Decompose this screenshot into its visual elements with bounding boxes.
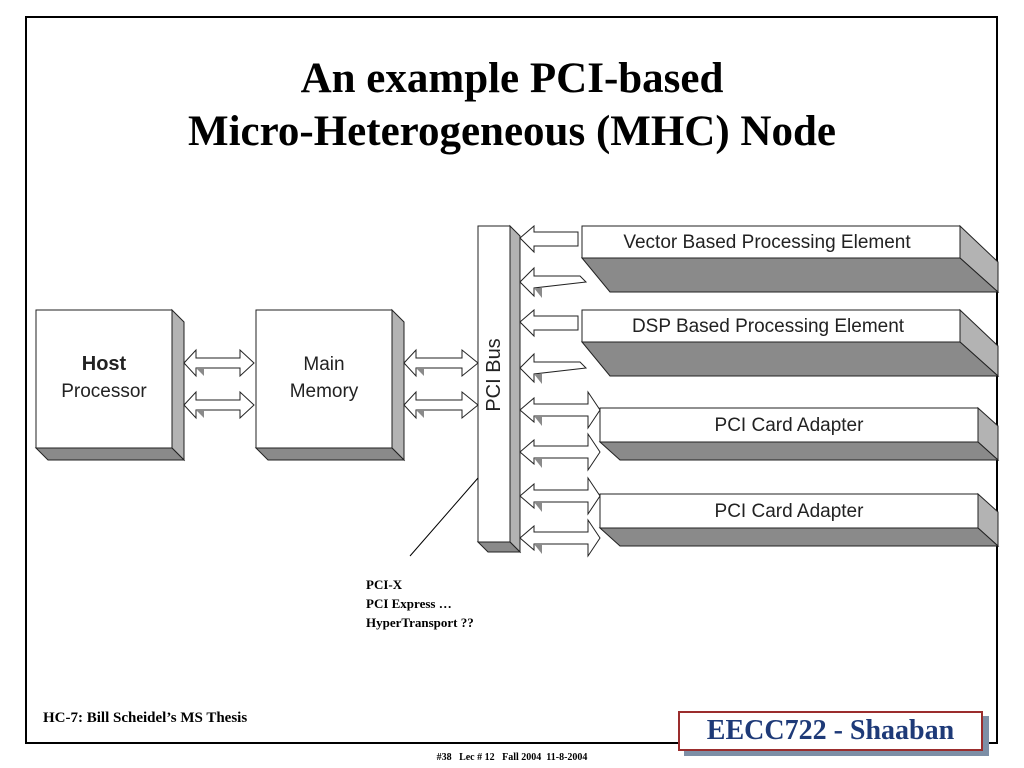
dsp-element-label: DSP Based Processing Element: [632, 316, 905, 337]
pci-card-adapter-2: PCI Card Adapter: [598, 492, 1000, 548]
host-label-bold: Host: [82, 353, 127, 375]
pci-card-adapter-1-label: PCI Card Adapter: [715, 415, 865, 436]
host-label: Processor: [61, 381, 147, 402]
pci-card-adapter-1: PCI Card Adapter: [598, 406, 1000, 462]
host-processor-block: Host Processor: [34, 308, 186, 462]
main-memory-block: Main Memory: [254, 308, 406, 462]
vector-element-label: Vector Based Processing Element: [623, 232, 911, 253]
bus-element-arrows: [519, 224, 601, 558]
title-line-2: Micro-Heterogeneous (MHC) Node: [187, 108, 836, 155]
bus-note-pci-express: PCI Express …: [366, 596, 452, 611]
dsp-processing-element: DSP Based Processing Element: [580, 308, 1000, 378]
pci-bus-block: PCI Bus: [476, 224, 522, 554]
memory-label-2: Memory: [290, 381, 359, 402]
course-badge: EECC722 - Shaaban: [678, 711, 983, 751]
title-line-1: An example PCI-based: [300, 55, 724, 102]
pci-card-adapter-2-label: PCI Card Adapter: [715, 501, 865, 522]
host-memory-arrow: [183, 348, 255, 420]
vector-processing-element: Vector Based Processing Element: [580, 224, 1000, 294]
slide-frame: [25, 16, 998, 744]
pci-bus-label: PCI Bus: [483, 338, 505, 411]
bus-note-pointer-line: [409, 477, 479, 557]
bus-note-hypertransport: HyperTransport ??: [366, 615, 474, 630]
memory-label-1: Main: [303, 354, 344, 375]
slide-info: #38 Lec # 12 Fall 2004 11-8-2004: [436, 752, 588, 763]
bus-notes: PCI-X PCI Express … HyperTransport ??: [366, 575, 474, 632]
slide-title: An example PCI-based Micro-Heterogeneous…: [0, 52, 1024, 158]
footer-thesis-credit: HC-7: Bill Scheidel’s MS Thesis: [43, 710, 248, 726]
bus-note-pcix: PCI-X: [366, 577, 403, 592]
memory-bus-arrow: [403, 348, 479, 420]
